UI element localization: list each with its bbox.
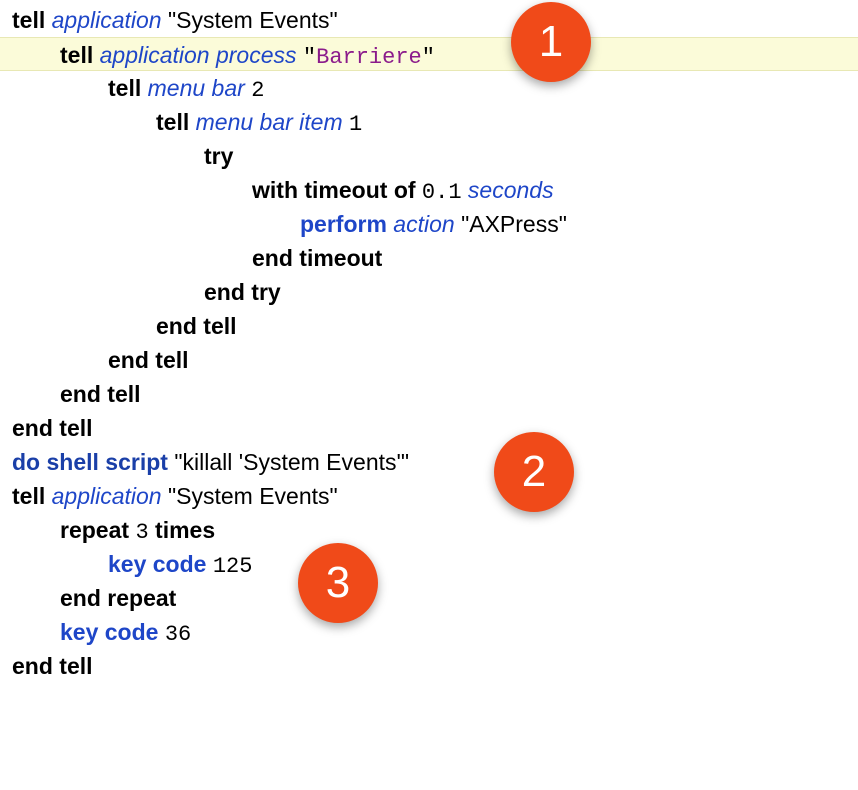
keyword: end tell	[108, 347, 189, 373]
code-line-18[interactable]: end repeat	[0, 581, 858, 615]
number-literal: 3	[135, 520, 149, 545]
callout-badge-3: 3	[298, 543, 378, 623]
keyword: try	[204, 143, 234, 169]
keyword: do shell script	[12, 449, 168, 475]
class-name: menu bar item	[195, 109, 343, 135]
string-literal: "System Events"	[167, 7, 338, 33]
code-line-15[interactable]: tell application "System Events"	[0, 479, 858, 513]
keyword: tell	[12, 483, 46, 509]
keyword: end try	[204, 279, 281, 305]
number-literal: 2	[251, 78, 265, 103]
keyword: key code	[60, 619, 159, 645]
code-line-3[interactable]: tell menu bar 2	[0, 71, 858, 105]
keyword: tell	[12, 7, 46, 33]
code-line-2-highlighted[interactable]: tell application process "Barriere"	[0, 37, 858, 71]
number-literal: 36	[164, 622, 192, 647]
callout-badge-2: 2	[494, 432, 574, 512]
string-literal: Barriere	[316, 45, 422, 70]
code-line-10[interactable]: end tell	[0, 309, 858, 343]
keyword: times	[155, 517, 216, 543]
number-literal: 0.1	[421, 180, 462, 205]
code-line-16[interactable]: repeat 3 times	[0, 513, 858, 547]
code-line-7[interactable]: perform action "AXPress"	[0, 207, 858, 241]
callout-badge-1: 1	[511, 2, 591, 82]
class-name: action	[393, 211, 455, 237]
keyword: end repeat	[60, 585, 177, 611]
code-line-13[interactable]: end tell	[0, 411, 858, 445]
keyword: tell	[60, 42, 94, 68]
code-line-12[interactable]: end tell	[0, 377, 858, 411]
string-literal: "killall 'System Events'"	[174, 449, 410, 475]
class-name: application	[51, 7, 162, 33]
code-line-4[interactable]: tell menu bar item 1	[0, 105, 858, 139]
code-line-9[interactable]: end try	[0, 275, 858, 309]
class-name: application	[51, 483, 162, 509]
code-line-19[interactable]: key code 36	[0, 615, 858, 649]
class-name: application process	[99, 42, 297, 68]
keyword: with timeout of	[252, 177, 416, 203]
class-name: menu bar	[147, 75, 245, 101]
quote: "	[302, 45, 317, 70]
keyword: end tell	[12, 653, 93, 679]
keyword: repeat	[60, 517, 130, 543]
keyword: end tell	[60, 381, 141, 407]
keyword: perform	[300, 211, 387, 237]
code-line-1[interactable]: tell application "System Events"	[0, 3, 858, 37]
code-line-11[interactable]: end tell	[0, 343, 858, 377]
quote: "	[421, 45, 435, 70]
number-literal: 1	[349, 112, 363, 137]
keyword: end tell	[156, 313, 237, 339]
keyword: end tell	[12, 415, 93, 441]
class-name: seconds	[467, 177, 554, 203]
code-line-6[interactable]: with timeout of 0.1 seconds	[0, 173, 858, 207]
keyword: end timeout	[252, 245, 383, 271]
code-line-17[interactable]: key code 125	[0, 547, 858, 581]
code-line-14[interactable]: do shell script "killall 'System Events'…	[0, 445, 858, 479]
number-literal: 125	[212, 554, 253, 579]
string-literal: "AXPress"	[461, 211, 567, 237]
keyword: tell	[108, 75, 142, 101]
code-line-5[interactable]: try	[0, 139, 858, 173]
code-line-8[interactable]: end timeout	[0, 241, 858, 275]
string-literal: "System Events"	[167, 483, 338, 509]
keyword: key code	[108, 551, 207, 577]
code-line-20[interactable]: end tell	[0, 649, 858, 683]
keyword: tell	[156, 109, 190, 135]
